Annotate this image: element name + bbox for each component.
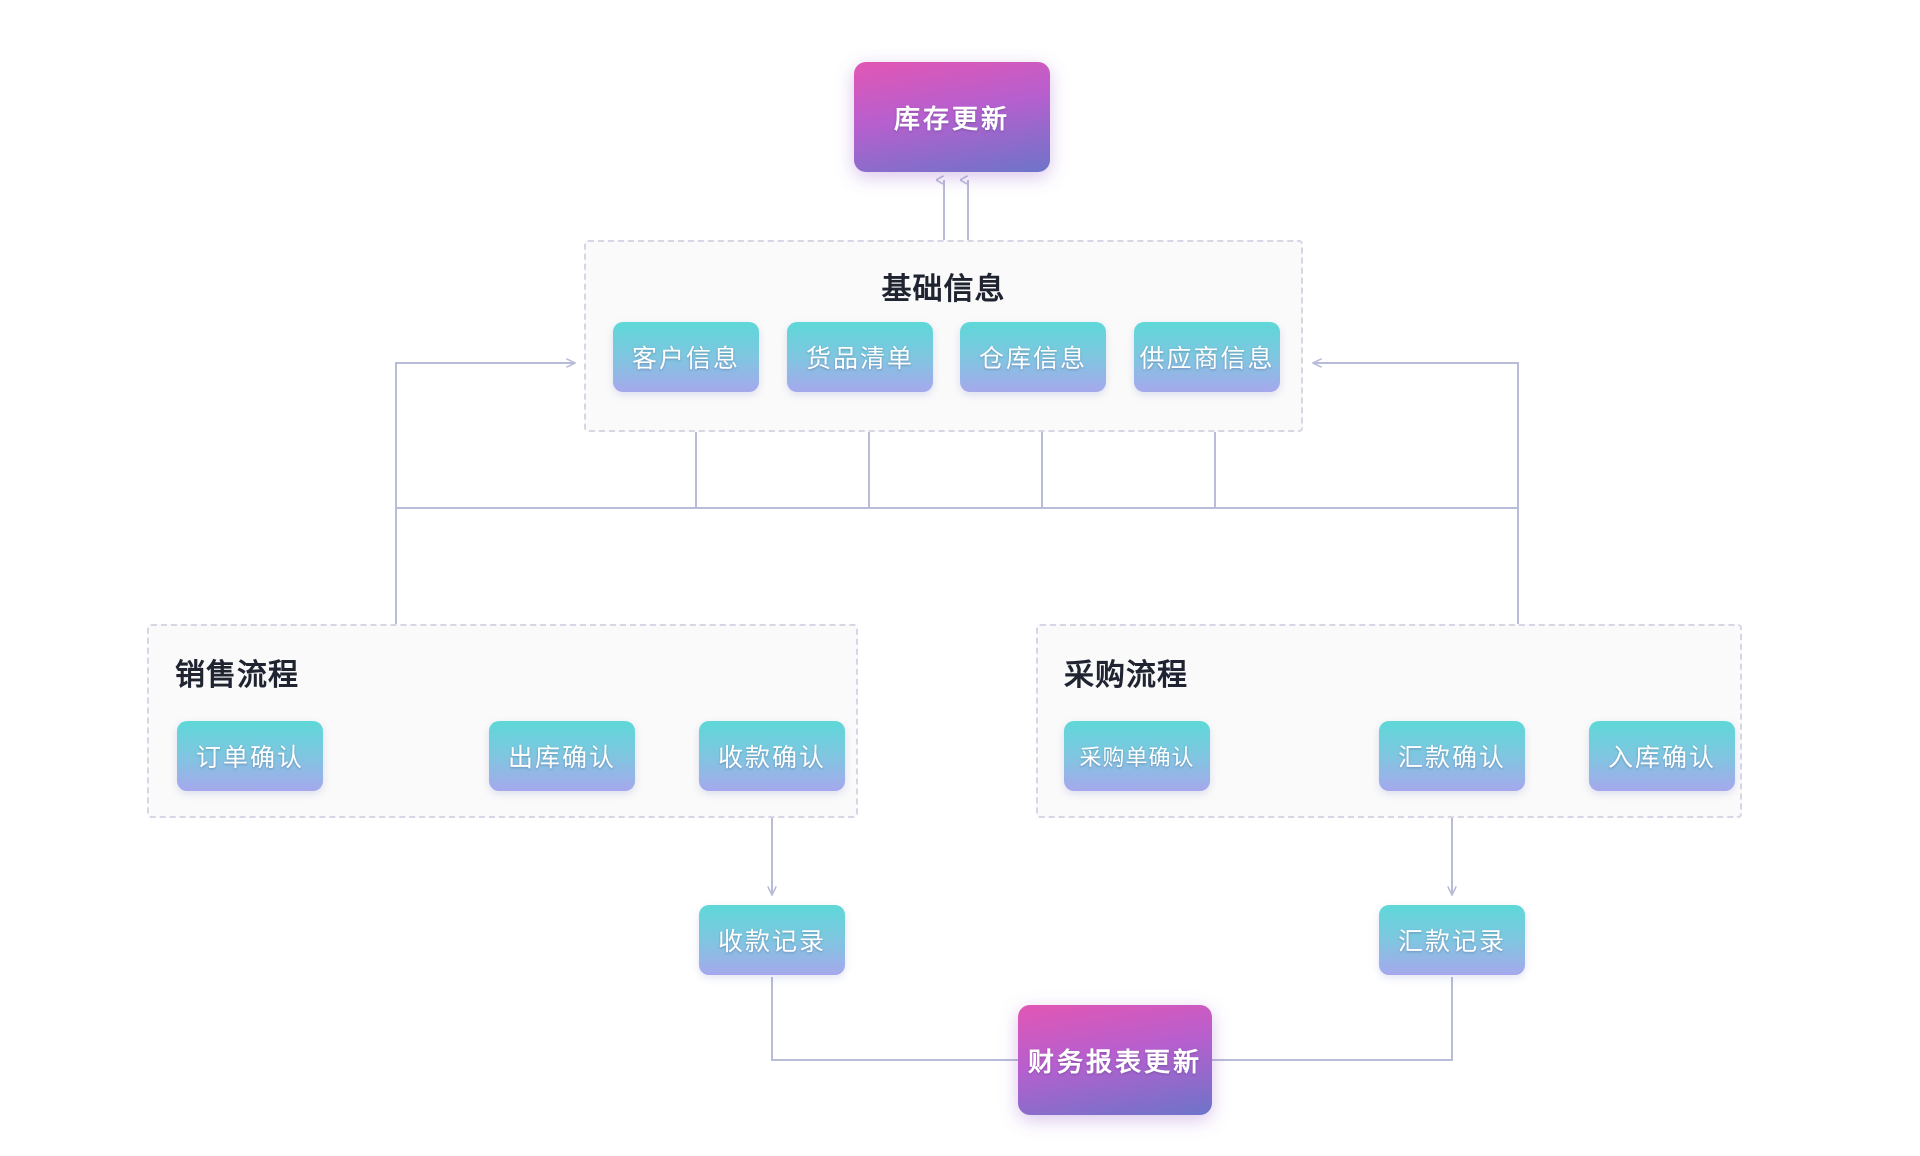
node-warehouse-info[interactable]: 仓库信息 bbox=[960, 322, 1106, 392]
edge-sales-record-to-finance bbox=[771, 977, 1018, 1061]
edge-sales-to-basic bbox=[395, 363, 575, 624]
node-payment-receipt-record[interactable]: 收款记录 bbox=[699, 905, 845, 975]
node-inbound-confirm[interactable]: 入库确认 bbox=[1589, 721, 1735, 791]
node-order-confirm[interactable]: 订单确认 bbox=[177, 721, 323, 791]
node-purchase-order-confirm[interactable]: 采购单确认 bbox=[1064, 721, 1210, 791]
edge-purchase-record-to-finance bbox=[1212, 977, 1453, 1061]
node-supplier-info[interactable]: 供应商信息 bbox=[1134, 322, 1280, 392]
group-basic-info-title: 基础信息 bbox=[881, 273, 1006, 306]
node-remittance-record[interactable]: 汇款记录 bbox=[1379, 905, 1525, 975]
group-purchase-process-title: 采购流程 bbox=[1064, 659, 1188, 692]
node-remittance-confirm[interactable]: 汇款确认 bbox=[1379, 721, 1525, 791]
node-inventory-update[interactable]: 库存更新 bbox=[854, 62, 1050, 172]
node-goods-list[interactable]: 货品清单 bbox=[787, 322, 933, 392]
node-receipt-confirm[interactable]: 收款确认 bbox=[699, 721, 845, 791]
node-customer-info[interactable]: 客户信息 bbox=[613, 322, 759, 392]
node-outbound-confirm[interactable]: 出库确认 bbox=[489, 721, 635, 791]
group-sales-process-title: 销售流程 bbox=[175, 659, 299, 692]
node-financial-report-update[interactable]: 财务报表更新 bbox=[1018, 1005, 1212, 1115]
edge-purchase-to-basic bbox=[1313, 363, 1519, 624]
